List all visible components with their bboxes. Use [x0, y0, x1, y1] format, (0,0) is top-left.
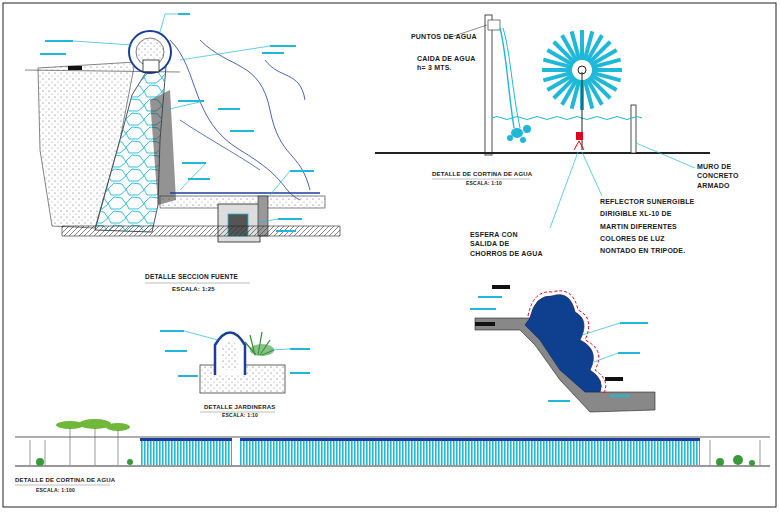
jet-spoke [592, 68, 622, 72]
detail-title: DETALLE JARDINERAS [204, 403, 284, 411]
jet-spoke [580, 30, 584, 60]
sheet-border [3, 3, 776, 507]
jet-spoke [583, 79, 595, 109]
detail-title: DETALLE SECCION FUENTE [145, 273, 255, 282]
concrete-wall-label: MURO DE CONCRETO ARMADO [697, 162, 747, 190]
jet-spoke [570, 31, 582, 61]
fountain-section [25, 13, 340, 242]
reflector-note: REFLECTOR SUNERGIBLE DIRIGIBLE XL-10 DE … [600, 196, 698, 257]
water-fall-label: CAIDA DE AGUA h= 3 MTS. [417, 54, 479, 73]
scale-note: ESCALA: 1:25 [172, 285, 232, 293]
scale-note: ESCALA: 1:10 [466, 180, 516, 187]
jet-spoke [591, 58, 621, 70]
planter-detail [160, 330, 310, 412]
detail-title: DETALLE DE CORTINA DE AGUA [15, 476, 135, 484]
water-points-label: PUNTOS DE AGUA [411, 32, 491, 41]
scale-note: ESCALA: 1:10 [222, 412, 272, 419]
title-underline [145, 283, 250, 284]
detail-title: DETALLE DE CORTINA DE AGUA [432, 170, 542, 178]
cascade-detail [470, 285, 655, 412]
sphere-note: ESFERA CON SALIDA DE CHORROS DE AGUA [470, 230, 546, 258]
jet-spoke [543, 71, 573, 83]
water-curtain-detail [375, 15, 710, 228]
jet-spoke [542, 68, 572, 72]
scale-note: ESCALA: 1:100 [36, 487, 96, 494]
curtain-elevation [15, 419, 770, 485]
